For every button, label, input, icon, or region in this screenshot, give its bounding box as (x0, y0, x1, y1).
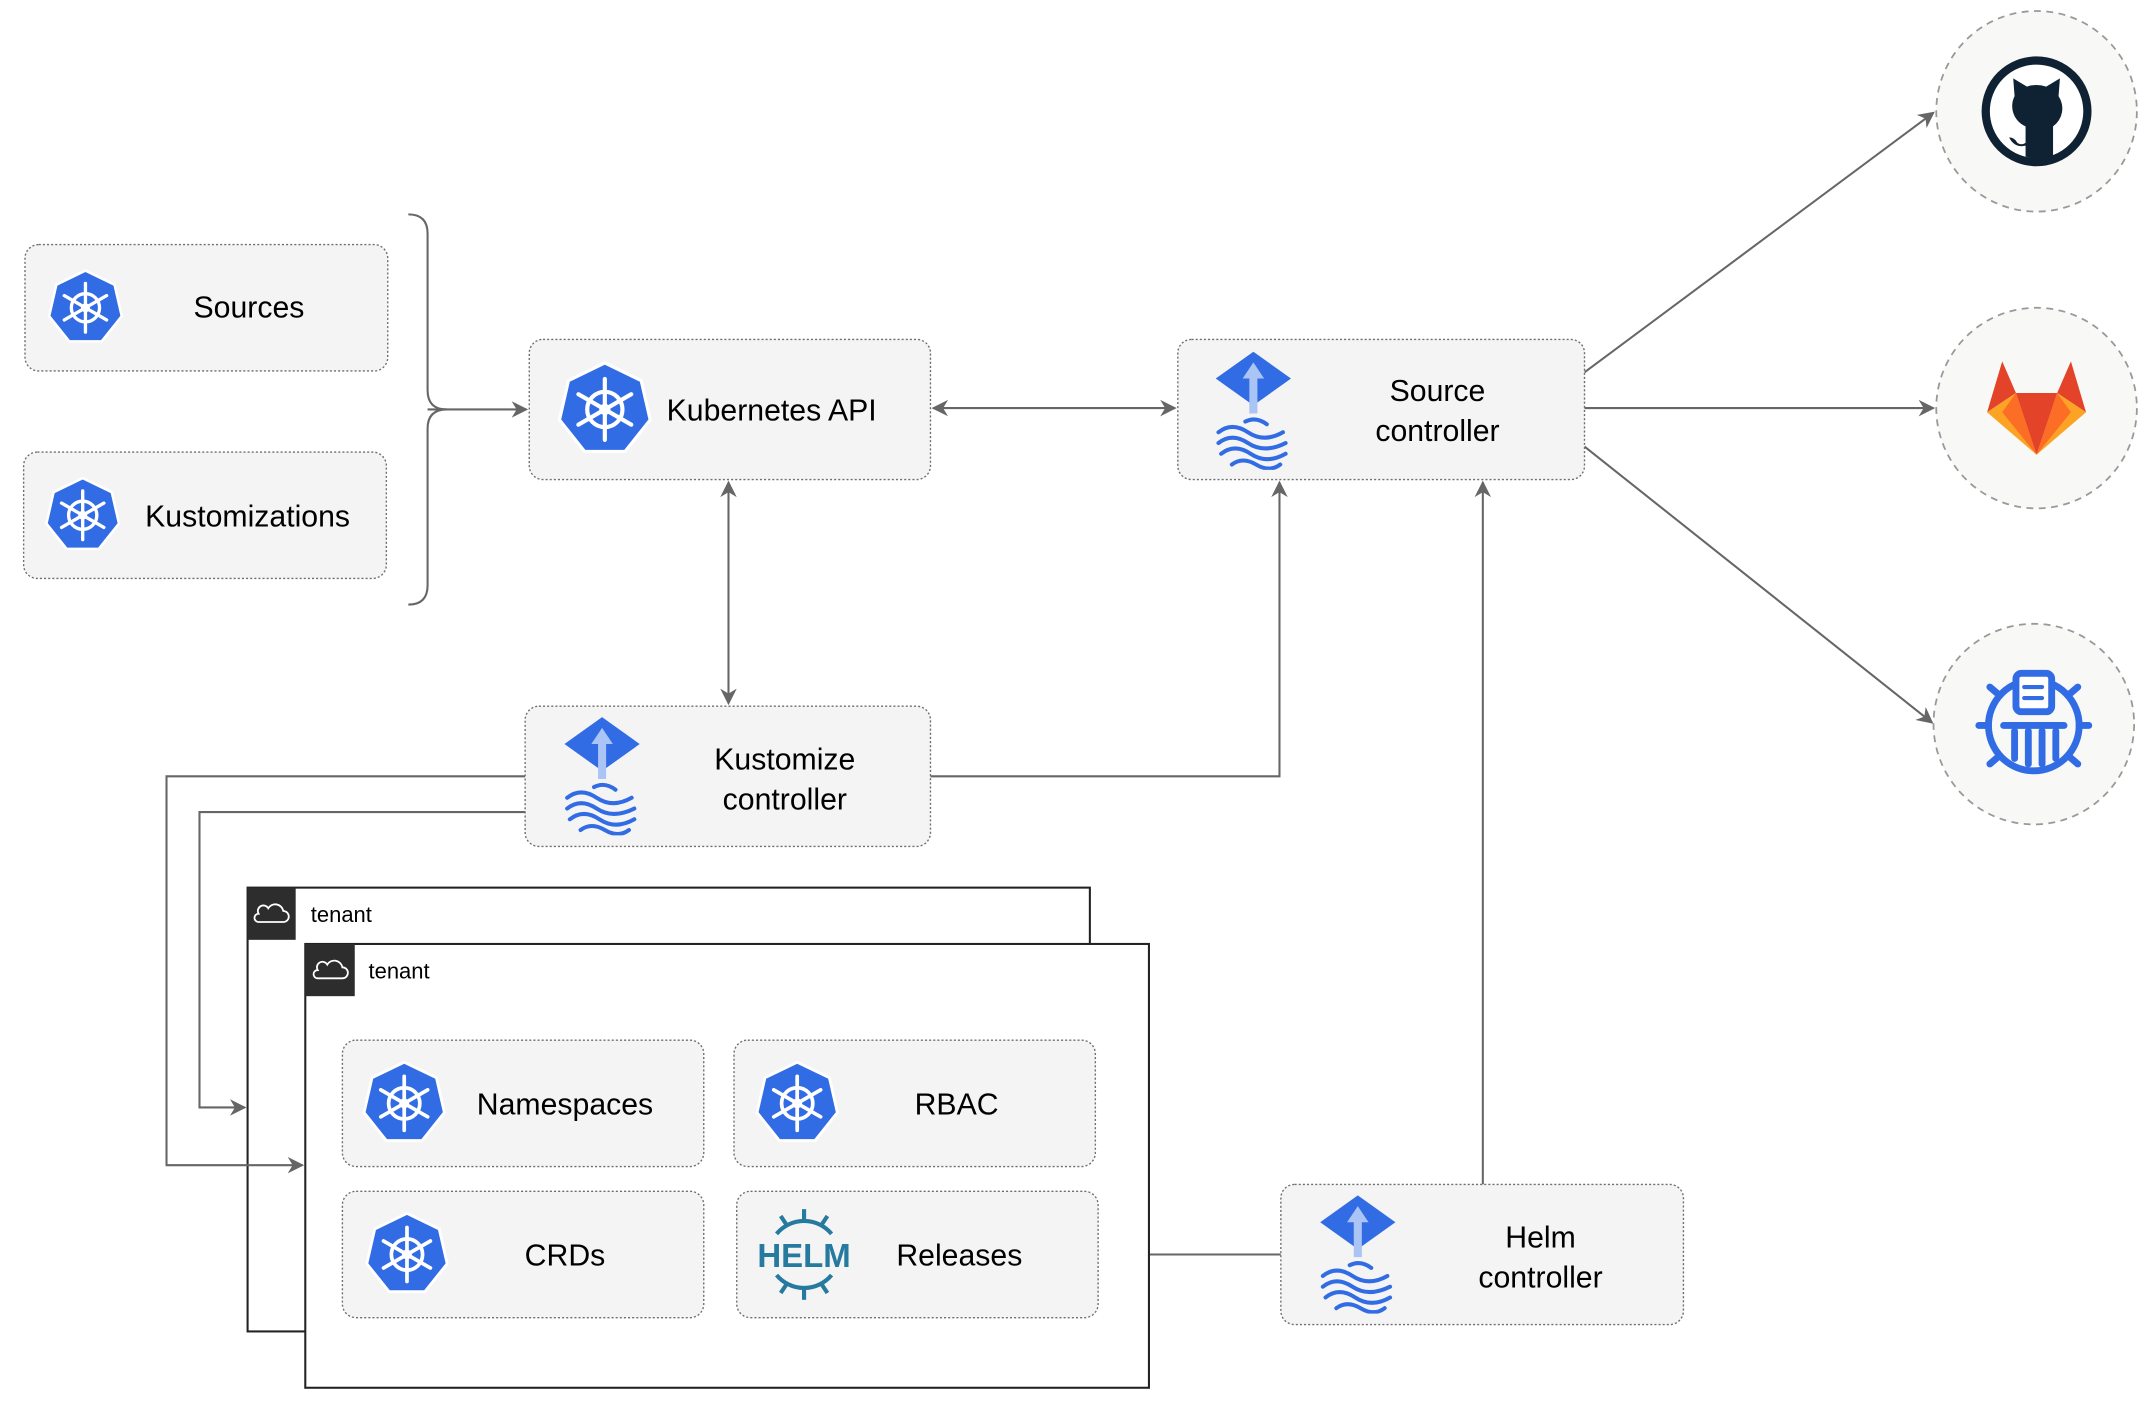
edges (408, 111, 1936, 1263)
edge-source-to-bucket (1583, 445, 1934, 724)
node-kubernetes-api[interactable]: Kubernetes API (528, 338, 932, 481)
bucket-source[interactable] (1932, 622, 2136, 826)
node-crds[interactable]: CRDs (341, 1190, 705, 1319)
node-releases[interactable]: HELM Releases (736, 1190, 1099, 1319)
helm-controller-label: Helm (1505, 1222, 1576, 1255)
tenant-label: tenant (311, 902, 372, 927)
sources-label: Sources (194, 291, 305, 324)
tenant-label: tenant (369, 958, 430, 983)
node-source-controller[interactable]: Source controller (1177, 338, 1586, 481)
gitlab-icon (1987, 361, 2087, 455)
kustomize-controller-label: controller (723, 783, 847, 816)
edge-kustomize-to-source (930, 480, 1288, 778)
source-controller-label: controller (1375, 415, 1499, 448)
kustomize-controller-label: Kustomize (714, 743, 855, 776)
node-rbac[interactable]: RBAC (733, 1039, 1097, 1168)
source-controller-label: Source (1390, 375, 1486, 408)
edge-kustomize-to-tenant-back (198, 811, 526, 1116)
kubernetes-api-label: Kubernetes API (667, 394, 877, 427)
releases-label: Releases (896, 1239, 1022, 1272)
kustomizations-label: Kustomizations (145, 500, 350, 533)
namespaces-label: Namespaces (477, 1088, 653, 1121)
github-source[interactable] (1935, 10, 2138, 213)
bucket-icon (1975, 669, 2093, 775)
node-kustomizations[interactable]: Kustomizations (22, 451, 388, 580)
node-namespaces[interactable]: Namespaces (341, 1039, 705, 1168)
rbac-label: RBAC (915, 1088, 999, 1121)
github-icon (1981, 56, 2092, 167)
helm-controller-label: controller (1478, 1261, 1602, 1294)
node-kustomize-controller[interactable]: Kustomize controller (524, 705, 932, 848)
helm-logo-text: HELM (757, 1237, 850, 1274)
brace (408, 213, 447, 606)
cloud-icon (253, 903, 290, 923)
edge-source-to-github (1583, 111, 1935, 374)
crds-label: CRDs (525, 1239, 606, 1272)
edge-kustomize-to-tenant-front (165, 775, 526, 1174)
cloud-icon (312, 959, 349, 980)
node-sources[interactable]: Sources (24, 243, 389, 372)
gitlab-source[interactable] (1935, 306, 2138, 510)
node-helm-controller[interactable]: Helm controller (1280, 1183, 1685, 1326)
helm-icon: HELM (757, 1209, 851, 1300)
